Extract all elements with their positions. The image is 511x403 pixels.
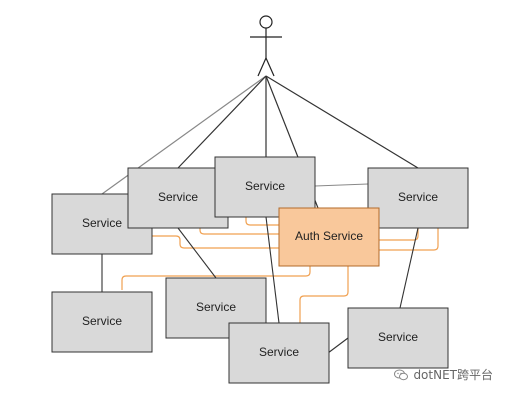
auth-link-right-inner — [379, 228, 419, 241]
service-box-bottom-left-label: Service — [82, 314, 122, 328]
service-box-bottom[interactable]: Service — [228, 322, 330, 384]
actor-link-top-left-service — [177, 75, 267, 169]
auth-service-box[interactable]: Auth Service — [278, 207, 380, 267]
auth-link-mid-service — [121, 266, 311, 290]
link-topcenter-to-bottom — [265, 216, 280, 324]
auth-service-label: Auth Service — [295, 229, 363, 243]
service-box-middle[interactable]: Service — [165, 277, 267, 339]
service-box-right-label: Service — [398, 190, 438, 204]
service-box-top-center[interactable]: Service — [214, 156, 316, 218]
service-box-left-label: Service — [82, 216, 122, 230]
auth-link-right-service — [379, 228, 439, 251]
auth-link-top-center-service — [245, 216, 279, 226]
service-box-right[interactable]: Service — [367, 167, 469, 229]
auth-link-top-left-service — [199, 226, 279, 235]
watermark: dotNET跨平台 — [393, 366, 493, 383]
service-connections — [101, 183, 419, 354]
link-topcenter-to-right — [314, 183, 369, 187]
auth-connections — [121, 216, 439, 323]
service-box-bottom-right-label: Service — [378, 330, 418, 344]
service-box-top-left[interactable]: Service — [127, 167, 229, 229]
wechat-icon — [394, 369, 409, 380]
watermark-text: dotNET跨平台 — [413, 368, 493, 382]
auth-link-bottom-service — [299, 266, 349, 323]
service-box-top-center-label: Service — [245, 179, 285, 193]
service-box-middle-label: Service — [196, 300, 236, 314]
service-box-bottom-left[interactable]: Service — [51, 291, 153, 353]
link-topleft-to-mid — [177, 227, 217, 279]
user-actor-icon — [250, 15, 282, 77]
service-box-bottom-label: Service — [259, 345, 299, 359]
actor-link-right-service — [265, 75, 419, 169]
service-box-top-left-label: Service — [158, 190, 198, 204]
service-box-bottom-right[interactable]: Service — [347, 307, 449, 369]
link-bottom-to-bottom-right — [327, 337, 349, 354]
auth-link-left-service — [152, 235, 279, 249]
link-right-to-bottom-right — [399, 227, 419, 309]
